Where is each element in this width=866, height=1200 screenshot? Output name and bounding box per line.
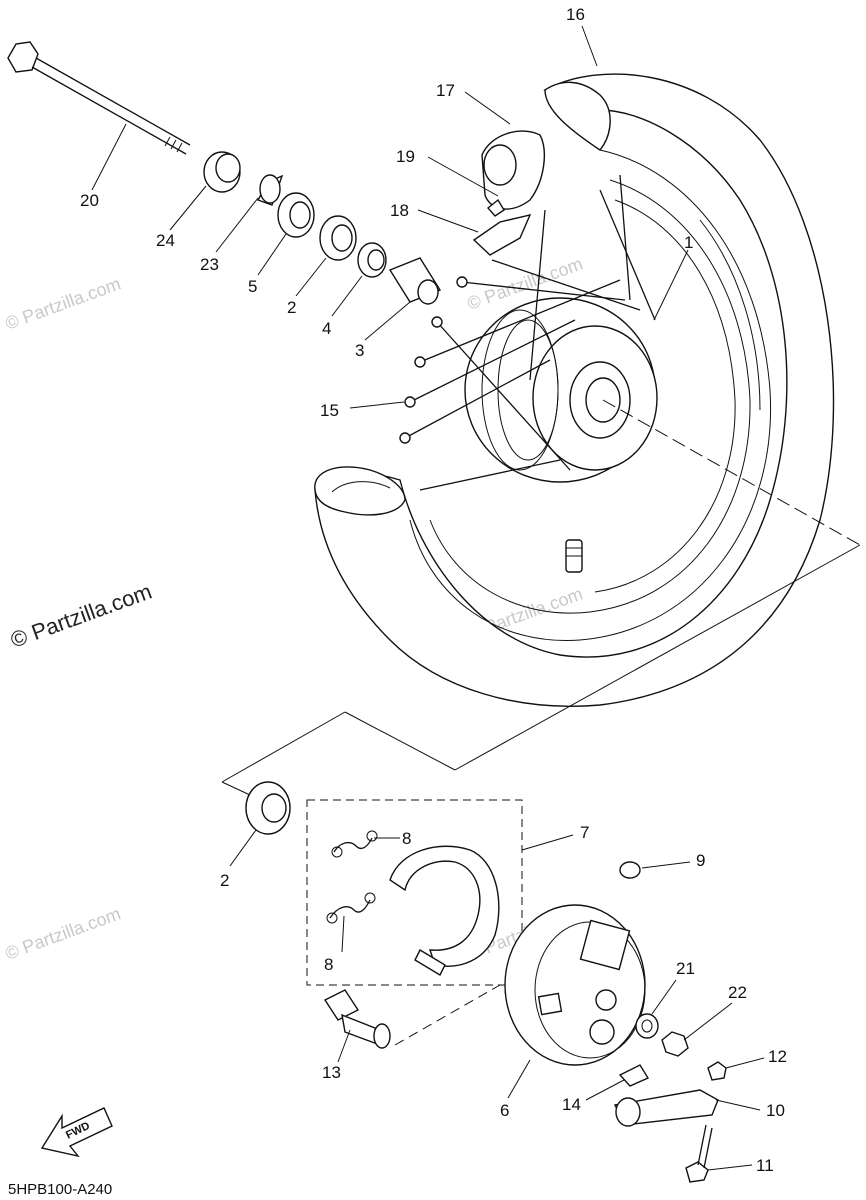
callout-2-lower: 2	[220, 871, 229, 890]
callout-4: 4	[322, 319, 331, 338]
callout-12: 12	[768, 1047, 787, 1066]
callout-6: 6	[500, 1101, 509, 1120]
callout-21: 21	[676, 959, 695, 978]
callout-8-upper: 8	[402, 829, 411, 848]
leader-lines	[91, 25, 765, 1171]
callout-14: 14	[562, 1095, 581, 1114]
brake-shoe-kit-box-part-7	[306, 799, 523, 986]
bearing-part-2-lower	[245, 781, 291, 835]
callout-13: 13	[322, 1063, 341, 1082]
nut-part-12	[707, 1061, 727, 1081]
cam-lever-part-10	[613, 1089, 719, 1127]
callout-19: 19	[396, 147, 415, 166]
callout-16: 16	[566, 5, 585, 24]
seal-part-9	[619, 861, 641, 879]
spokes-part-15	[399, 174, 656, 491]
bolt-part-11	[685, 1124, 713, 1183]
callout-1: 1	[684, 233, 693, 252]
nut-part-22	[661, 1031, 689, 1057]
bearing-part-2	[319, 215, 357, 261]
callout-23: 23	[200, 255, 219, 274]
spacer-part-23	[256, 174, 284, 206]
watermark-faint: © Partzilla.com	[3, 903, 124, 963]
oil-seal-part-4	[357, 242, 387, 278]
callout-15: 15	[320, 401, 339, 420]
diagram-code: 5HPB100-A240	[8, 1181, 112, 1198]
callout-17: 17	[436, 81, 455, 100]
rim-band-part-18	[472, 198, 532, 256]
axis-guide-lines	[221, 399, 861, 1046]
hub-part-1	[464, 297, 658, 483]
watermark-faint: © Partzilla.com	[3, 273, 124, 333]
watermark-main: © Partzilla.com	[7, 579, 155, 653]
callout-24: 24	[156, 231, 175, 250]
fwd-arrow-icon: FWD	[40, 1107, 113, 1158]
brake-shoe-plate-part-6	[504, 904, 646, 1066]
callout-8-lower: 8	[324, 955, 333, 974]
callout-20: 20	[80, 191, 99, 210]
callout-22: 22	[728, 983, 747, 1002]
callout-labels: 16 17 19 18 1 20 24 23 5 2 4 3 15 2 8 8 …	[80, 5, 787, 1175]
collar-part-24	[203, 151, 241, 193]
callout-11: 11	[756, 1156, 774, 1175]
tube-valve-part-17	[481, 130, 545, 210]
callout-2: 2	[287, 298, 296, 317]
bearing-part-5	[277, 192, 315, 238]
brake-shoe	[389, 845, 500, 976]
tire	[314, 73, 835, 707]
valve-stem	[565, 539, 583, 573]
callout-18: 18	[390, 201, 409, 220]
callout-3: 3	[355, 341, 364, 360]
callout-9: 9	[696, 851, 705, 870]
callout-7: 7	[580, 823, 589, 842]
callout-5: 5	[248, 277, 257, 296]
cam-shaft-part-13	[323, 989, 391, 1049]
callout-10: 10	[766, 1101, 785, 1120]
spacer-part-3	[388, 257, 442, 305]
axle-part-20	[7, 41, 191, 155]
spring-part-8-lower	[326, 892, 376, 924]
washer-part-21	[635, 1013, 659, 1039]
indicator-part-14	[618, 1064, 650, 1087]
spring-part-8-upper	[331, 830, 378, 858]
